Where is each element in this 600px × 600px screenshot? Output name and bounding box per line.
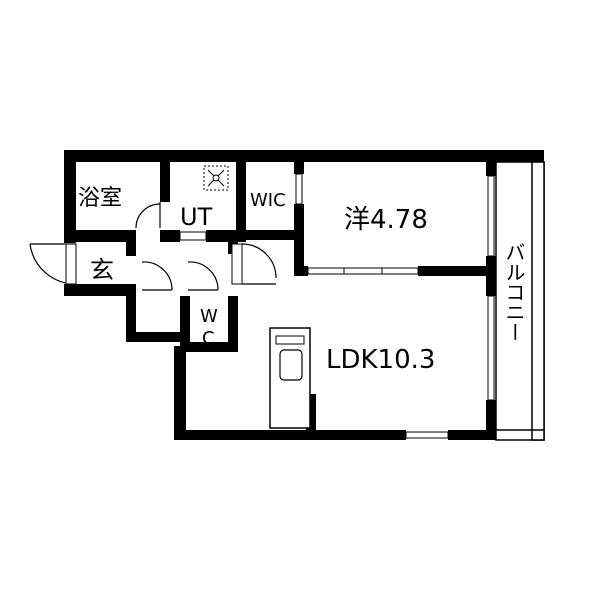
room-label-utility: UT	[180, 203, 213, 231]
interior-walls	[76, 162, 490, 430]
room-label-balcony: バルコニー	[502, 242, 526, 342]
kitchen-counter	[269, 327, 311, 429]
room-label-wc-top: W	[200, 306, 218, 327]
entrance-door	[29, 243, 77, 285]
closet-door	[141, 261, 173, 291]
room-label-entrance: 玄	[90, 256, 114, 284]
windows	[179, 173, 495, 439]
exterior-walls	[64, 150, 544, 440]
room-label-western: 洋4.78	[344, 205, 428, 235]
room-label-ldk: LDK10.3	[326, 345, 435, 375]
bath-door	[135, 202, 161, 229]
wc-door	[187, 261, 219, 291]
ventilation-fan-icon	[203, 165, 229, 191]
doors	[29, 202, 277, 291]
kitchen-sink-icon	[279, 349, 303, 381]
room-label-wic: WIC	[250, 190, 286, 211]
hall-door	[231, 243, 277, 285]
room-label-wc-bottom: C	[202, 328, 215, 349]
room-label-bath: 浴室	[78, 186, 122, 211]
balcony	[495, 161, 545, 441]
